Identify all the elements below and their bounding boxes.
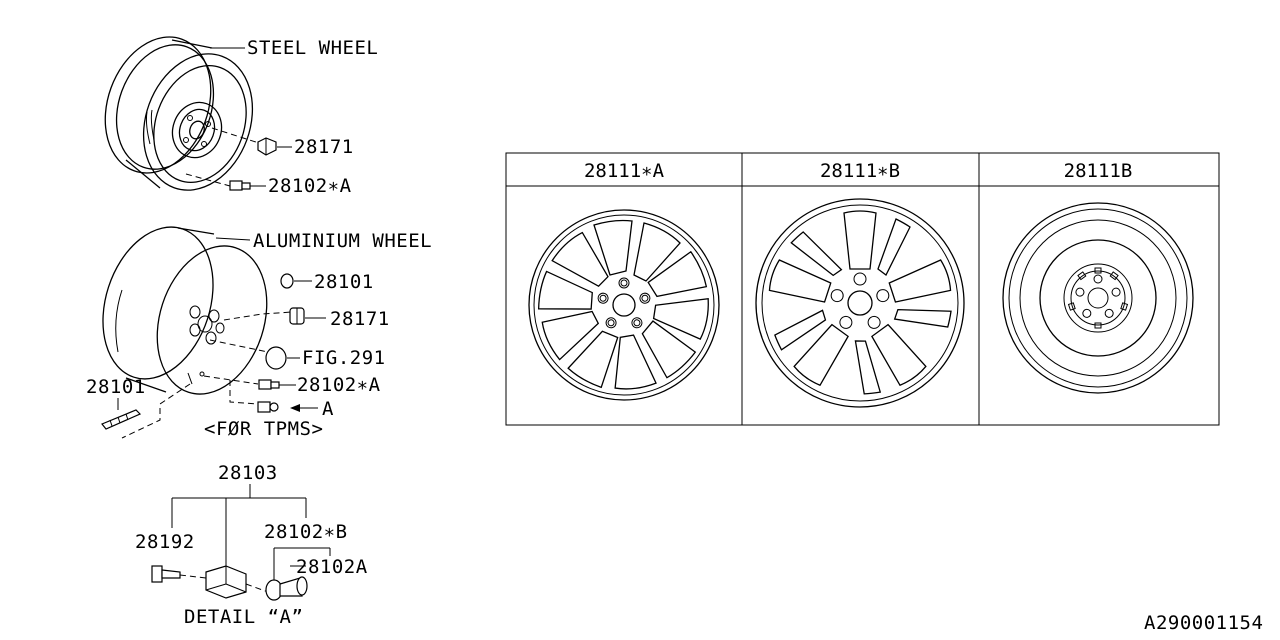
label-arrow-a: A <box>322 398 334 420</box>
tpms-valve <box>257 401 279 413</box>
label-weight: 28101 <box>86 376 146 398</box>
aluminium-valve <box>258 379 280 390</box>
label-valve-b: 28102∗B <box>264 521 348 543</box>
label-aluminium-wheel: ALUMINIUM WHEEL <box>253 230 433 252</box>
label-sensor-screw: 28192 <box>135 531 195 553</box>
label-steel-valve: 28102∗A <box>268 175 352 197</box>
diagram-id: A290001154 <box>1144 612 1264 634</box>
steel-valve <box>229 180 251 191</box>
steel-lug-nut <box>257 137 277 156</box>
table-header-2: 28111∗B <box>819 160 901 182</box>
label-al-nut: 28171 <box>330 308 390 330</box>
label-steel-wheel: STEEL WHEEL <box>247 37 379 59</box>
aluminium-lug-nut <box>289 307 305 325</box>
steel-wheel-drawing <box>104 36 254 191</box>
center-cap <box>265 346 287 370</box>
tpms-valve-stem <box>265 576 308 601</box>
label-for-tpms: <FØR TPMS> <box>204 418 324 440</box>
balance-weight <box>101 409 142 430</box>
tpms-sensor <box>205 565 247 599</box>
label-detail-a: DETAIL “A” <box>184 606 304 628</box>
aluminium-hub-cap <box>280 273 294 289</box>
table-header-1: 28111∗A <box>583 160 665 182</box>
label-al-cap: 28101 <box>314 271 374 293</box>
aluminium-wheel-drawing <box>102 226 268 395</box>
label-valve-a: 28102A <box>296 556 368 578</box>
wheel-28111-a <box>528 209 723 407</box>
label-center-cap: FIG.291 <box>302 347 386 369</box>
sensor-screw <box>151 565 181 583</box>
wheel-28111-b <box>755 198 965 408</box>
wheel-28111b <box>1002 202 1194 394</box>
label-al-valve: 28102∗A <box>297 374 381 396</box>
label-steel-nut: 28171 <box>294 136 354 158</box>
table-header-3: 28111B <box>1063 160 1133 182</box>
label-sensor-assy: 28103 <box>218 462 278 484</box>
wheel-variant-table <box>505 152 1220 426</box>
